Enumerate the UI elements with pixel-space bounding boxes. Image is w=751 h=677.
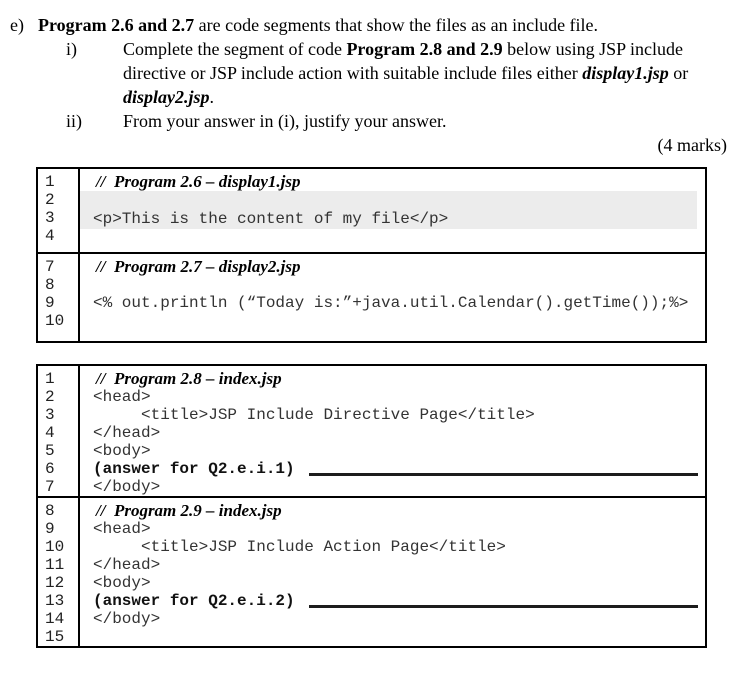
code-line: <body> (93, 574, 151, 592)
line-numbers: 8 9 10 11 12 13 14 15 (38, 498, 80, 646)
code-line: <title>JSP Include Action Page</title> (93, 538, 506, 556)
marks-label: (4 marks) (657, 135, 727, 155)
part-e-rest: are code segments that show the files as… (194, 15, 599, 35)
code-line: </body> (93, 610, 161, 628)
segment-program-2-7: 7 8 9 10 // Program 2.7 – display2.jsp <… (38, 252, 705, 341)
item-i-text-part: . (209, 87, 215, 107)
line-numbers: 1 2 3 4 (38, 169, 80, 252)
code-column: // Program 2.6 – display1.jsp <p>This is… (80, 169, 705, 252)
code-line: <p>This is the content of my file</p> (93, 210, 449, 228)
line-numbers: 7 8 9 10 (38, 254, 80, 341)
item-i-display1-filename: display1.jsp (582, 63, 669, 83)
item-i-text-part: or (668, 63, 689, 83)
answer-blank-q2ei1 (308, 461, 698, 476)
blank-code-line (80, 276, 705, 294)
answer-label-q2ei2: (answer for Q2.e.i.2) (93, 592, 295, 610)
line-numbers: 1 2 3 4 5 6 7 (38, 366, 80, 496)
question-part-e: e) Program 2.6 and 2.7 are code segments… (10, 13, 751, 37)
answer-line-q2ei1: (answer for Q2.e.i.1) (80, 460, 705, 478)
item-i-text-part: Complete the segment of code (123, 39, 347, 59)
segment-program-2-6: 1 2 3 4 // Program 2.6 – display1.jsp <p… (38, 169, 705, 252)
code-listing-program-2-8-2-9: 1 2 3 4 5 6 7 // Program 2.8 – index.jsp… (36, 364, 707, 648)
segment-program-2-9: 8 9 10 11 12 13 14 15 // Program 2.9 – i… (38, 496, 705, 646)
answer-label-q2ei1: (answer for Q2.e.i.1) (93, 460, 295, 478)
answer-line-q2ei2: (answer for Q2.e.i.2) (80, 592, 705, 610)
question-item-i: i) Complete the segment of code Program … (66, 37, 751, 109)
item-ii-marker: ii) (66, 111, 82, 131)
code-line: <body> (93, 442, 151, 460)
segment-program-2-8: 1 2 3 4 5 6 7 // Program 2.8 – index.jsp… (38, 366, 705, 496)
blank-code-line (80, 628, 705, 646)
code-line: </head> (93, 424, 161, 442)
blank-code-line (80, 192, 697, 210)
item-i-text: Complete the segment of code Program 2.8… (123, 37, 727, 109)
question-item-ii: ii) From your answer in (i), justify you… (66, 109, 751, 133)
code-line: <% out.println (“Today is:”+java.util.Ca… (93, 294, 689, 312)
code-line: <head> (93, 388, 151, 406)
code-line: <title>JSP Include Directive Page</title… (93, 406, 535, 424)
item-ii-text: From your answer in (i), justify your an… (123, 111, 447, 131)
part-e-marker: e) (10, 15, 24, 35)
part-e-text: Program 2.6 and 2.7 are code segments th… (38, 13, 598, 37)
highlighted-code-block: <p>This is the content of my file</p> (80, 191, 697, 229)
item-i-marker: i) (66, 39, 77, 59)
code-line: <head> (93, 520, 151, 538)
item-i-bold-programs: Program 2.8 and 2.9 (346, 39, 503, 59)
code-line: </head> (93, 556, 161, 574)
question-block: e) Program 2.6 and 2.7 are code segments… (0, 13, 751, 157)
program-2-7-title: // Program 2.7 – display2.jsp (96, 257, 301, 276)
item-i-display2-filename: display2.jsp (123, 87, 210, 107)
code-column: // Program 2.9 – index.jsp <head> <title… (80, 498, 705, 646)
program-2-6-title: // Program 2.6 – display1.jsp (96, 172, 301, 191)
code-listing-program-2-6-2-7: 1 2 3 4 // Program 2.6 – display1.jsp <p… (36, 167, 707, 343)
code-column: // Program 2.7 – display2.jsp <% out.pri… (80, 254, 705, 341)
program-2-9-title: // Program 2.9 – index.jsp (96, 501, 282, 520)
program-2-8-title: // Program 2.8 – index.jsp (96, 369, 282, 388)
code-line: </body> (93, 478, 161, 496)
part-e-bold-programs: Program 2.6 and 2.7 (38, 15, 195, 35)
code-column: // Program 2.8 – index.jsp <head> <title… (80, 366, 705, 496)
item-i-text-part: below using JSP include directive or JSP… (123, 39, 683, 83)
answer-blank-q2ei2 (308, 593, 698, 608)
